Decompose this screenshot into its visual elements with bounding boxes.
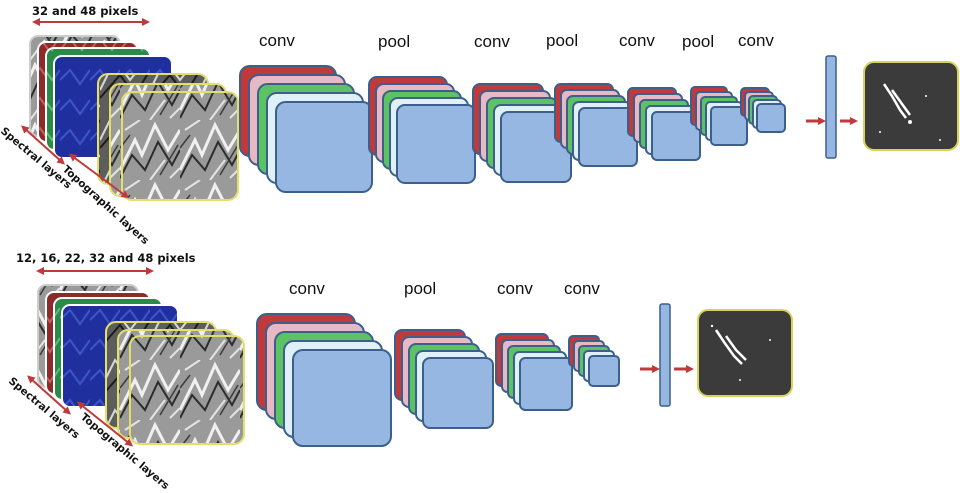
- op-label: conv: [619, 31, 655, 50]
- feature-map-stack: [495, 333, 573, 411]
- feature-map-front: [588, 355, 620, 387]
- bottom-network: 12, 16, 22, 32 and 48 pixels Spectral la…: [6, 251, 793, 492]
- top-feature-maps: [239, 65, 786, 193]
- topographic-layers-arrow: [76, 401, 134, 447]
- op-label: conv: [497, 279, 533, 298]
- feature-map-stack: [368, 76, 476, 184]
- feature-map-stack: [740, 87, 786, 133]
- feature-map-stack: [554, 83, 638, 167]
- feature-map-front: [710, 106, 748, 146]
- topographic-layer: [129, 335, 245, 445]
- top-network: 32 and 48 pixels Spectral layers Topogra…: [0, 4, 959, 247]
- feature-map-stack: [568, 335, 620, 387]
- feature-map-front: [519, 357, 573, 411]
- bottom-feature-maps: [256, 313, 620, 447]
- op-label: pool: [682, 32, 714, 51]
- op-label: conv: [564, 279, 600, 298]
- feature-map-stack: [256, 313, 392, 447]
- output-map: [697, 309, 793, 397]
- op-label: conv: [259, 31, 295, 50]
- op-label: pool: [378, 32, 410, 51]
- input-size-label: 32 and 48 pixels: [32, 4, 139, 18]
- op-label: conv: [474, 32, 510, 51]
- fully-connected-layer: [825, 55, 837, 159]
- feature-map-front: [422, 357, 494, 429]
- input-size-label: 12, 16, 22, 32 and 48 pixels: [16, 251, 196, 265]
- feature-map-stack: [239, 65, 373, 193]
- feature-map-front: [756, 103, 786, 133]
- op-label: pool: [404, 279, 436, 298]
- op-label: pool: [546, 31, 578, 50]
- feature-map-stack: [690, 86, 748, 146]
- output-map: [863, 61, 959, 151]
- feature-map-front: [275, 101, 373, 193]
- feature-map-front: [651, 111, 701, 161]
- op-label: conv: [289, 279, 325, 298]
- spectral-layers-arrow: [21, 125, 65, 165]
- spectral-layers-arrow: [27, 375, 71, 415]
- feature-map-stack: [472, 83, 572, 183]
- feature-map-front: [396, 104, 476, 184]
- feature-map-front: [292, 349, 392, 447]
- op-label: conv: [738, 31, 774, 50]
- fully-connected-layer: [659, 303, 671, 407]
- topographic-layer: [121, 91, 239, 201]
- bottom-input-stack: [37, 284, 245, 445]
- topographic-layers-arrow: [68, 153, 130, 199]
- feature-map-stack: [627, 87, 701, 161]
- feature-map-stack: [394, 329, 494, 429]
